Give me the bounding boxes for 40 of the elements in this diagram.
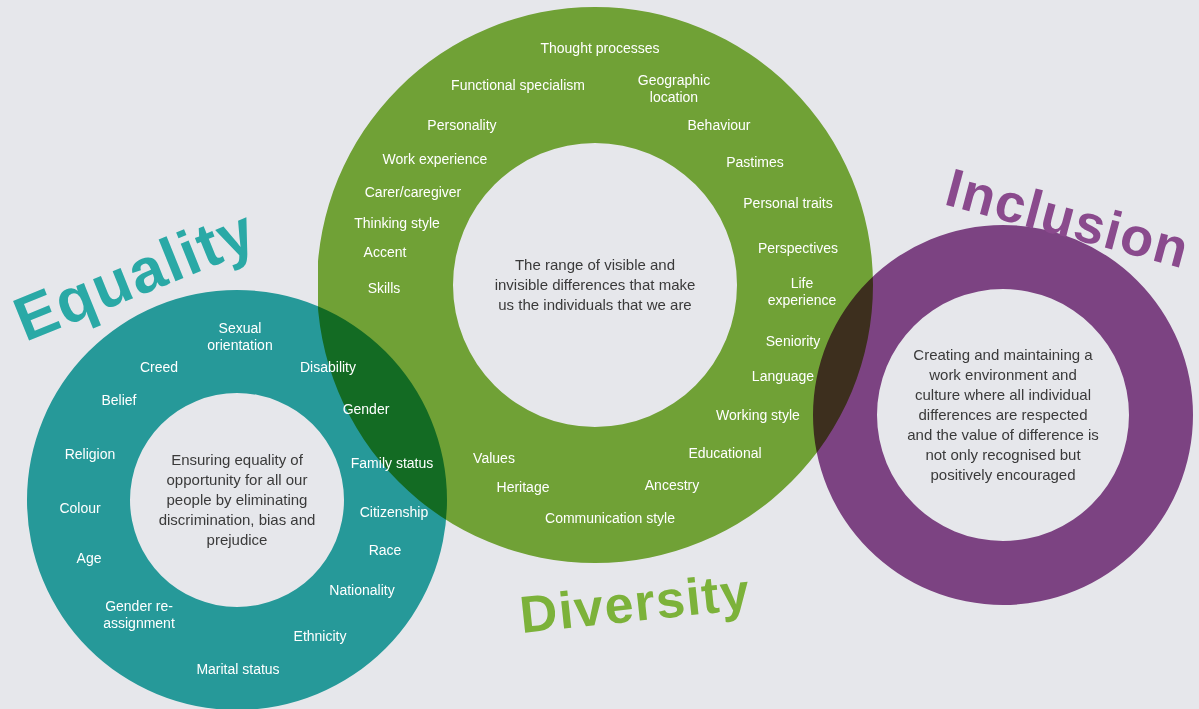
ring-heading: Diversity bbox=[517, 565, 753, 641]
attribute-label: Age bbox=[76, 549, 102, 567]
attribute-label: Creed bbox=[139, 358, 179, 376]
attribute-label: Accent bbox=[363, 243, 407, 261]
attribute-label: Race bbox=[368, 541, 402, 559]
attribute-label: Gender bbox=[342, 400, 390, 418]
attribute-label: Heritage bbox=[496, 478, 550, 496]
description-text: Ensuring equality of opportunity for all our people by eliminating discrimination, bias and prejudice bbox=[157, 450, 317, 550]
attribute-label: Functional specialism bbox=[451, 76, 585, 94]
description-text: Creating and maintaining a work environment and culture where all individual differences are respected and the value of difference is not only recognised but positively encouraged bbox=[906, 345, 1100, 485]
description-text: The range of visible and invisible differences that make us the individuals that we are bbox=[493, 255, 697, 315]
attribute-label: Perspectives bbox=[757, 239, 839, 257]
attribute-label: Ethnicity bbox=[293, 627, 347, 645]
attribute-label: Personal traits bbox=[743, 194, 833, 212]
attribute-label: Citizenship bbox=[359, 503, 429, 521]
attribute-label: Pastimes bbox=[726, 153, 784, 171]
attribute-label: Life experience bbox=[766, 275, 838, 309]
attribute-label: Belief bbox=[101, 391, 137, 409]
attribute-label: Educational bbox=[688, 444, 762, 462]
attribute-label: Language bbox=[751, 367, 815, 385]
attribute-label: Gender re-assignment bbox=[102, 598, 176, 632]
attribute-label: Seniority bbox=[765, 332, 821, 350]
attribute-label: Thought processes bbox=[540, 39, 660, 57]
attribute-label: Carer/caregiver bbox=[364, 183, 462, 201]
attribute-label: Disability bbox=[300, 358, 356, 376]
attribute-label: Nationality bbox=[329, 581, 395, 599]
attribute-label: Family status bbox=[350, 454, 434, 472]
attribute-label: Skills bbox=[367, 279, 401, 297]
attribute-label: Personality bbox=[427, 116, 497, 134]
attribute-label: Values bbox=[473, 449, 515, 467]
attribute-label: Ancestry bbox=[644, 476, 700, 494]
attribute-label: Religion bbox=[64, 445, 116, 463]
attribute-label: Behaviour bbox=[687, 116, 751, 134]
attribute-label: Geographic location bbox=[636, 72, 712, 106]
attribute-label: Marital status bbox=[196, 660, 280, 678]
attribute-label: Thinking style bbox=[354, 214, 440, 232]
attribute-label: Communication style bbox=[545, 509, 675, 527]
attribute-label: Working style bbox=[716, 406, 800, 424]
attribute-label: Colour bbox=[59, 499, 101, 517]
attribute-label: Work experience bbox=[382, 150, 488, 168]
